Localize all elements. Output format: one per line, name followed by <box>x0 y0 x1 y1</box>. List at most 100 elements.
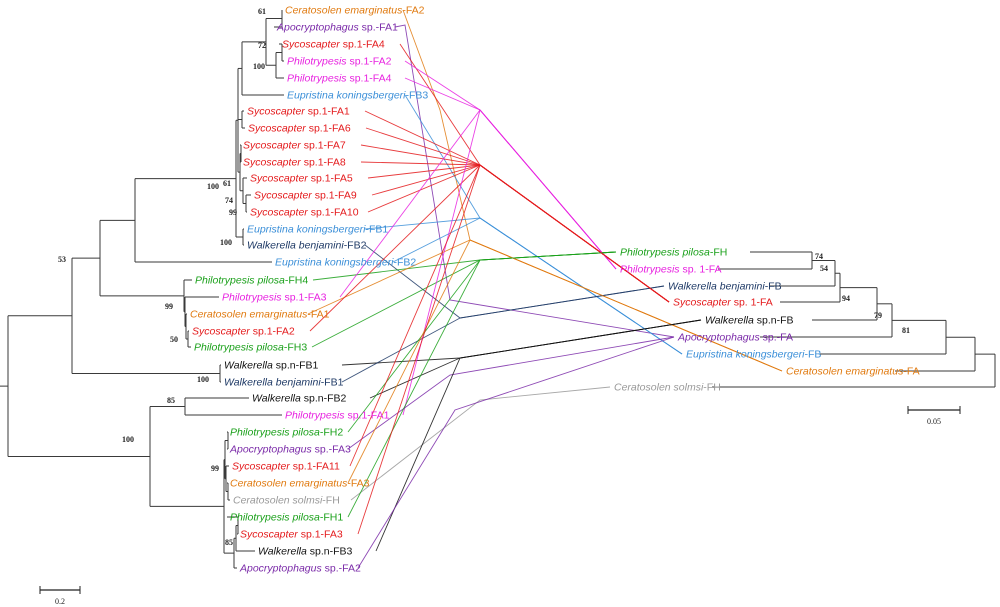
taxon-label: Eupristina koningsbergeri-FB <box>686 349 821 361</box>
bootstrap-value: 61 <box>223 179 231 188</box>
taxon-suffix: sp.1-FA5 <box>308 173 353 185</box>
taxon-suffix: sp.1-FA9 <box>312 190 357 202</box>
taxon-suffix: sp. 1-FA <box>680 264 722 276</box>
taxon-label: Sycoscapter sp.1-FA2 <box>192 326 295 338</box>
taxon-suffix: -FB <box>804 349 821 361</box>
association-link <box>339 109 617 298</box>
taxon-suffix: -FB1 <box>321 377 344 389</box>
taxon-suffix: sp.1-FA11 <box>290 461 340 473</box>
taxon-label: Sycoscapter sp.1-FA11 <box>232 461 340 473</box>
taxon-genus: Apocryptophagus <box>276 22 359 34</box>
taxon-genus: Walkerella benjamini <box>224 377 321 389</box>
taxon-genus: Sycoscapter <box>250 207 308 219</box>
taxon-genus: Philotrypesis pilosa <box>195 275 285 287</box>
taxon-genus: Sycoscapter <box>254 190 312 202</box>
bootstrap-value: 53 <box>58 255 66 264</box>
bootstrap-value: 100 <box>197 375 209 384</box>
association-link <box>375 319 702 552</box>
taxon-suffix: -FB3 <box>405 90 428 102</box>
taxon-label: Sycoscapter sp.1-FA3 <box>240 529 343 541</box>
taxon-genus: Apocryptophagus <box>677 332 760 344</box>
taxon-suffix: sp.1-FA8 <box>301 157 346 169</box>
taxon-suffix: sp.1-FA4 <box>340 39 385 51</box>
taxon-label: Eupristina koningsbergeri-FB2 <box>275 257 416 269</box>
taxon-label: Philotrypesis pilosa-FH4 <box>195 275 308 287</box>
taxon-label: Philotrypesis sp.1-FA4 <box>287 73 392 85</box>
bootstrap-value: 85 <box>167 396 175 405</box>
taxon-genus: Eupristina koningsbergeri <box>275 257 394 269</box>
taxon-label: Philotrypesis sp.1-FA2 <box>287 56 392 68</box>
taxon-label: Walkerella benjamini-FB2 <box>247 240 367 252</box>
taxon-genus: Walkerella <box>258 546 307 558</box>
taxon-label: Apocryptophagus sp.-FA <box>677 332 793 344</box>
taxon-label: Ceratosolen emarginatus-FA2 <box>285 5 425 17</box>
taxon-suffix: -FA1 <box>307 309 329 321</box>
taxon-suffix: -FH3 <box>284 342 307 354</box>
taxon-suffix: sp.1-FA10 <box>308 207 359 219</box>
left-taxon-labels: Ceratosolen emarginatus-FA2Apocryptophag… <box>190 5 428 575</box>
taxon-genus: Walkerella <box>705 315 754 327</box>
taxon-label: Sycoscapter sp.1-FA10 <box>250 207 359 219</box>
association-links <box>307 9 783 569</box>
taxon-suffix: sp.1-FA3 <box>282 292 327 304</box>
taxon-label: Philotrypesis sp.1-FA3 <box>222 292 327 304</box>
association-link <box>347 251 617 433</box>
association-link <box>364 217 683 355</box>
taxon-genus: Ceratosolen emarginatus <box>786 366 904 378</box>
taxon-genus: Ceratosolen emarginatus <box>285 5 403 17</box>
taxon-genus: Sycoscapter <box>240 529 298 541</box>
taxon-suffix: sp.1-FA6 <box>306 123 351 135</box>
taxon-suffix: -FH <box>322 495 340 507</box>
taxon-genus: Philotrypesis <box>285 410 345 422</box>
bootstrap-value: 85 <box>225 538 233 547</box>
taxon-label: Sycoscapter sp.1-FA8 <box>243 157 346 169</box>
taxon-suffix: sp.-FA <box>760 332 793 344</box>
taxon-suffix: sp.n-FB1 <box>273 360 319 372</box>
association-link <box>341 319 702 366</box>
taxon-suffix: -FH4 <box>285 275 308 287</box>
taxon-genus: Sycoscapter <box>250 173 308 185</box>
association-link <box>394 24 675 338</box>
taxon-genus: Apocryptophagus <box>229 444 312 456</box>
taxon-label: Ceratosolen emarginatus-FA1 <box>190 309 330 321</box>
taxon-suffix: sp.1-FA2 <box>347 56 392 68</box>
bootstrap-value: 81 <box>902 326 910 335</box>
taxon-genus: Sycoscapter <box>243 157 301 169</box>
taxon-suffix: -FH1 <box>320 512 343 524</box>
taxon-label: Apocryptophagus sp.-FA2 <box>239 563 361 575</box>
taxon-genus: Walkerella <box>224 360 273 372</box>
taxon-label: Apocryptophagus sp.-FA3 <box>229 444 351 456</box>
taxon-label: Eupristina koningsbergeri-FB3 <box>287 90 428 102</box>
taxon-suffix: -FB <box>765 281 782 293</box>
taxon-genus: Walkerella benjamini <box>668 281 765 293</box>
association-link <box>347 251 617 518</box>
taxon-suffix: sp.1-FA1 <box>345 410 390 422</box>
taxon-suffix: sp.n-FB <box>754 315 794 327</box>
taxon-label: Philotrypesis sp. 1-FA <box>620 264 722 276</box>
association-link <box>357 336 675 569</box>
taxon-label: Ceratosolen emarginatus-FA <box>786 366 920 378</box>
taxon-genus: Sycoscapter <box>247 106 305 118</box>
taxon-label: Sycoscapter sp.1-FA9 <box>254 190 357 202</box>
taxon-label: Walkerella sp.n-FB <box>705 315 794 327</box>
bootstrap-value: 72 <box>258 41 266 50</box>
taxon-label: Walkerella sp.n-FB2 <box>252 393 347 405</box>
taxon-label: Sycoscapter sp.1-FA1 <box>247 106 350 118</box>
taxon-suffix: -FH2 <box>320 427 343 439</box>
bootstrap-value: 61 <box>258 7 266 16</box>
scale-label-right: 0.05 <box>927 417 941 426</box>
association-link <box>392 217 683 355</box>
taxon-label: Sycoscapter sp. 1-FA <box>673 297 773 309</box>
taxon-genus: Eupristina koningsbergeri <box>247 224 366 236</box>
taxon-label: Philotrypesis pilosa-FH1 <box>230 512 343 524</box>
taxon-label: Philotrypesis pilosa-FH <box>620 247 727 259</box>
taxon-genus: Sycoscapter <box>282 39 340 51</box>
taxon-suffix: sp.-FA2 <box>322 563 361 575</box>
taxon-suffix: -FH <box>703 382 721 394</box>
taxon-label: Ceratosolen solmsi-FH <box>614 382 721 394</box>
taxon-label: Sycoscapter sp.1-FA4 <box>282 39 385 51</box>
taxon-genus: Sycoscapter <box>243 140 301 152</box>
taxon-suffix: -FH <box>710 247 728 259</box>
